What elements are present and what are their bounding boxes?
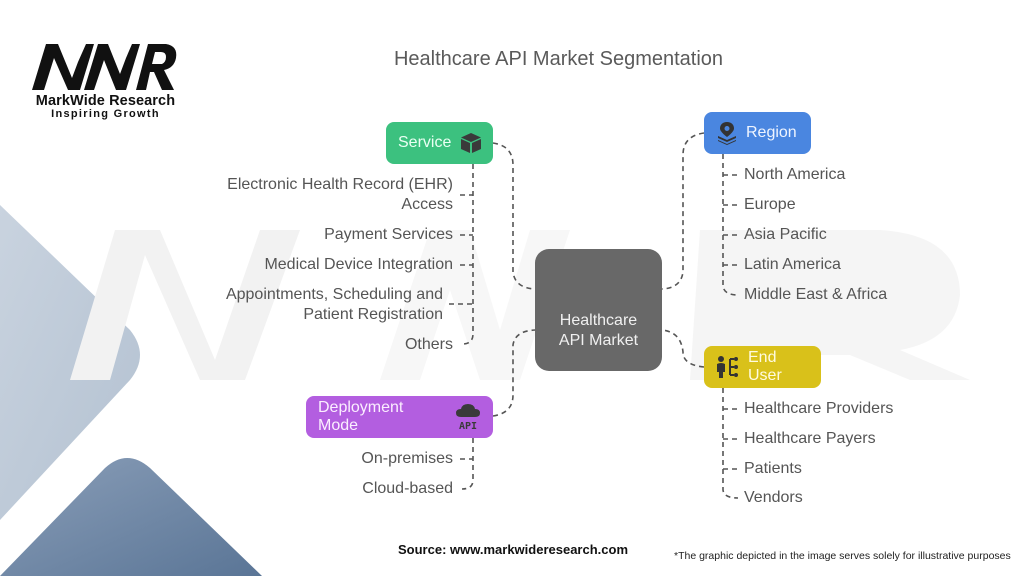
logo-mark-icon (32, 44, 177, 90)
end-user-item-patients: Patients (744, 460, 802, 477)
service-item-medical-device: Medical Device Integration (264, 256, 453, 273)
disclaimer-note: *The graphic depicted in the image serve… (674, 550, 1011, 562)
box-icon (459, 131, 483, 155)
center-node-line2: API Market (558, 332, 639, 349)
service-item-ehr: Electronic Health Record (EHR) Access (227, 176, 453, 213)
region-item-latin-america: Latin America (744, 256, 841, 273)
deployment-item-cloud-based: Cloud-based (362, 480, 453, 497)
region-item-north-america: North America (744, 166, 846, 183)
category-deployment-label: Deployment Mode (318, 399, 404, 434)
service-item-appointments: Appointments, Scheduling and Patient Reg… (225, 286, 443, 323)
deployment-item-on-premises: On-premises (361, 450, 453, 467)
region-item-asia-pacific: Asia Pacific (744, 226, 827, 243)
cloud-api-icon: API (455, 403, 481, 431)
end-user-item-payers: Healthcare Payers (744, 430, 876, 447)
end-user-item-providers: Healthcare Providers (744, 400, 894, 417)
category-service-label: Service (398, 134, 452, 151)
region-item-europe: Europe (744, 196, 796, 213)
page-title: Healthcare API Market Segmentation (393, 48, 724, 70)
category-service: Service (386, 122, 493, 164)
logo-tagline: Inspiring Growth (51, 108, 160, 120)
category-region-label: Region (746, 124, 797, 141)
service-item-payment: Payment Services (324, 226, 453, 243)
end-user-item-vendors: Vendors (744, 489, 803, 506)
user-network-icon (716, 355, 740, 379)
center-node-healthcare-api-market: Healthcare API Market (535, 249, 662, 371)
source-credit: Source: www.markwideresearch.com (398, 542, 629, 557)
service-item-others: Others (404, 336, 453, 353)
center-node-line1: Healthcare (559, 312, 638, 329)
logo-name: MarkWide Research (35, 93, 176, 109)
svg-text:API: API (459, 421, 477, 431)
category-region: Region (704, 112, 811, 154)
logo: MarkWide Research Inspiring Growth (28, 40, 188, 120)
region-item-mea: Middle East & Africa (744, 286, 888, 303)
category-deployment-mode: Deployment Mode API (306, 396, 493, 438)
category-end-user-label: End User (748, 349, 782, 384)
map-pin-layers-icon (716, 121, 738, 145)
category-end-user: End User (704, 346, 821, 388)
